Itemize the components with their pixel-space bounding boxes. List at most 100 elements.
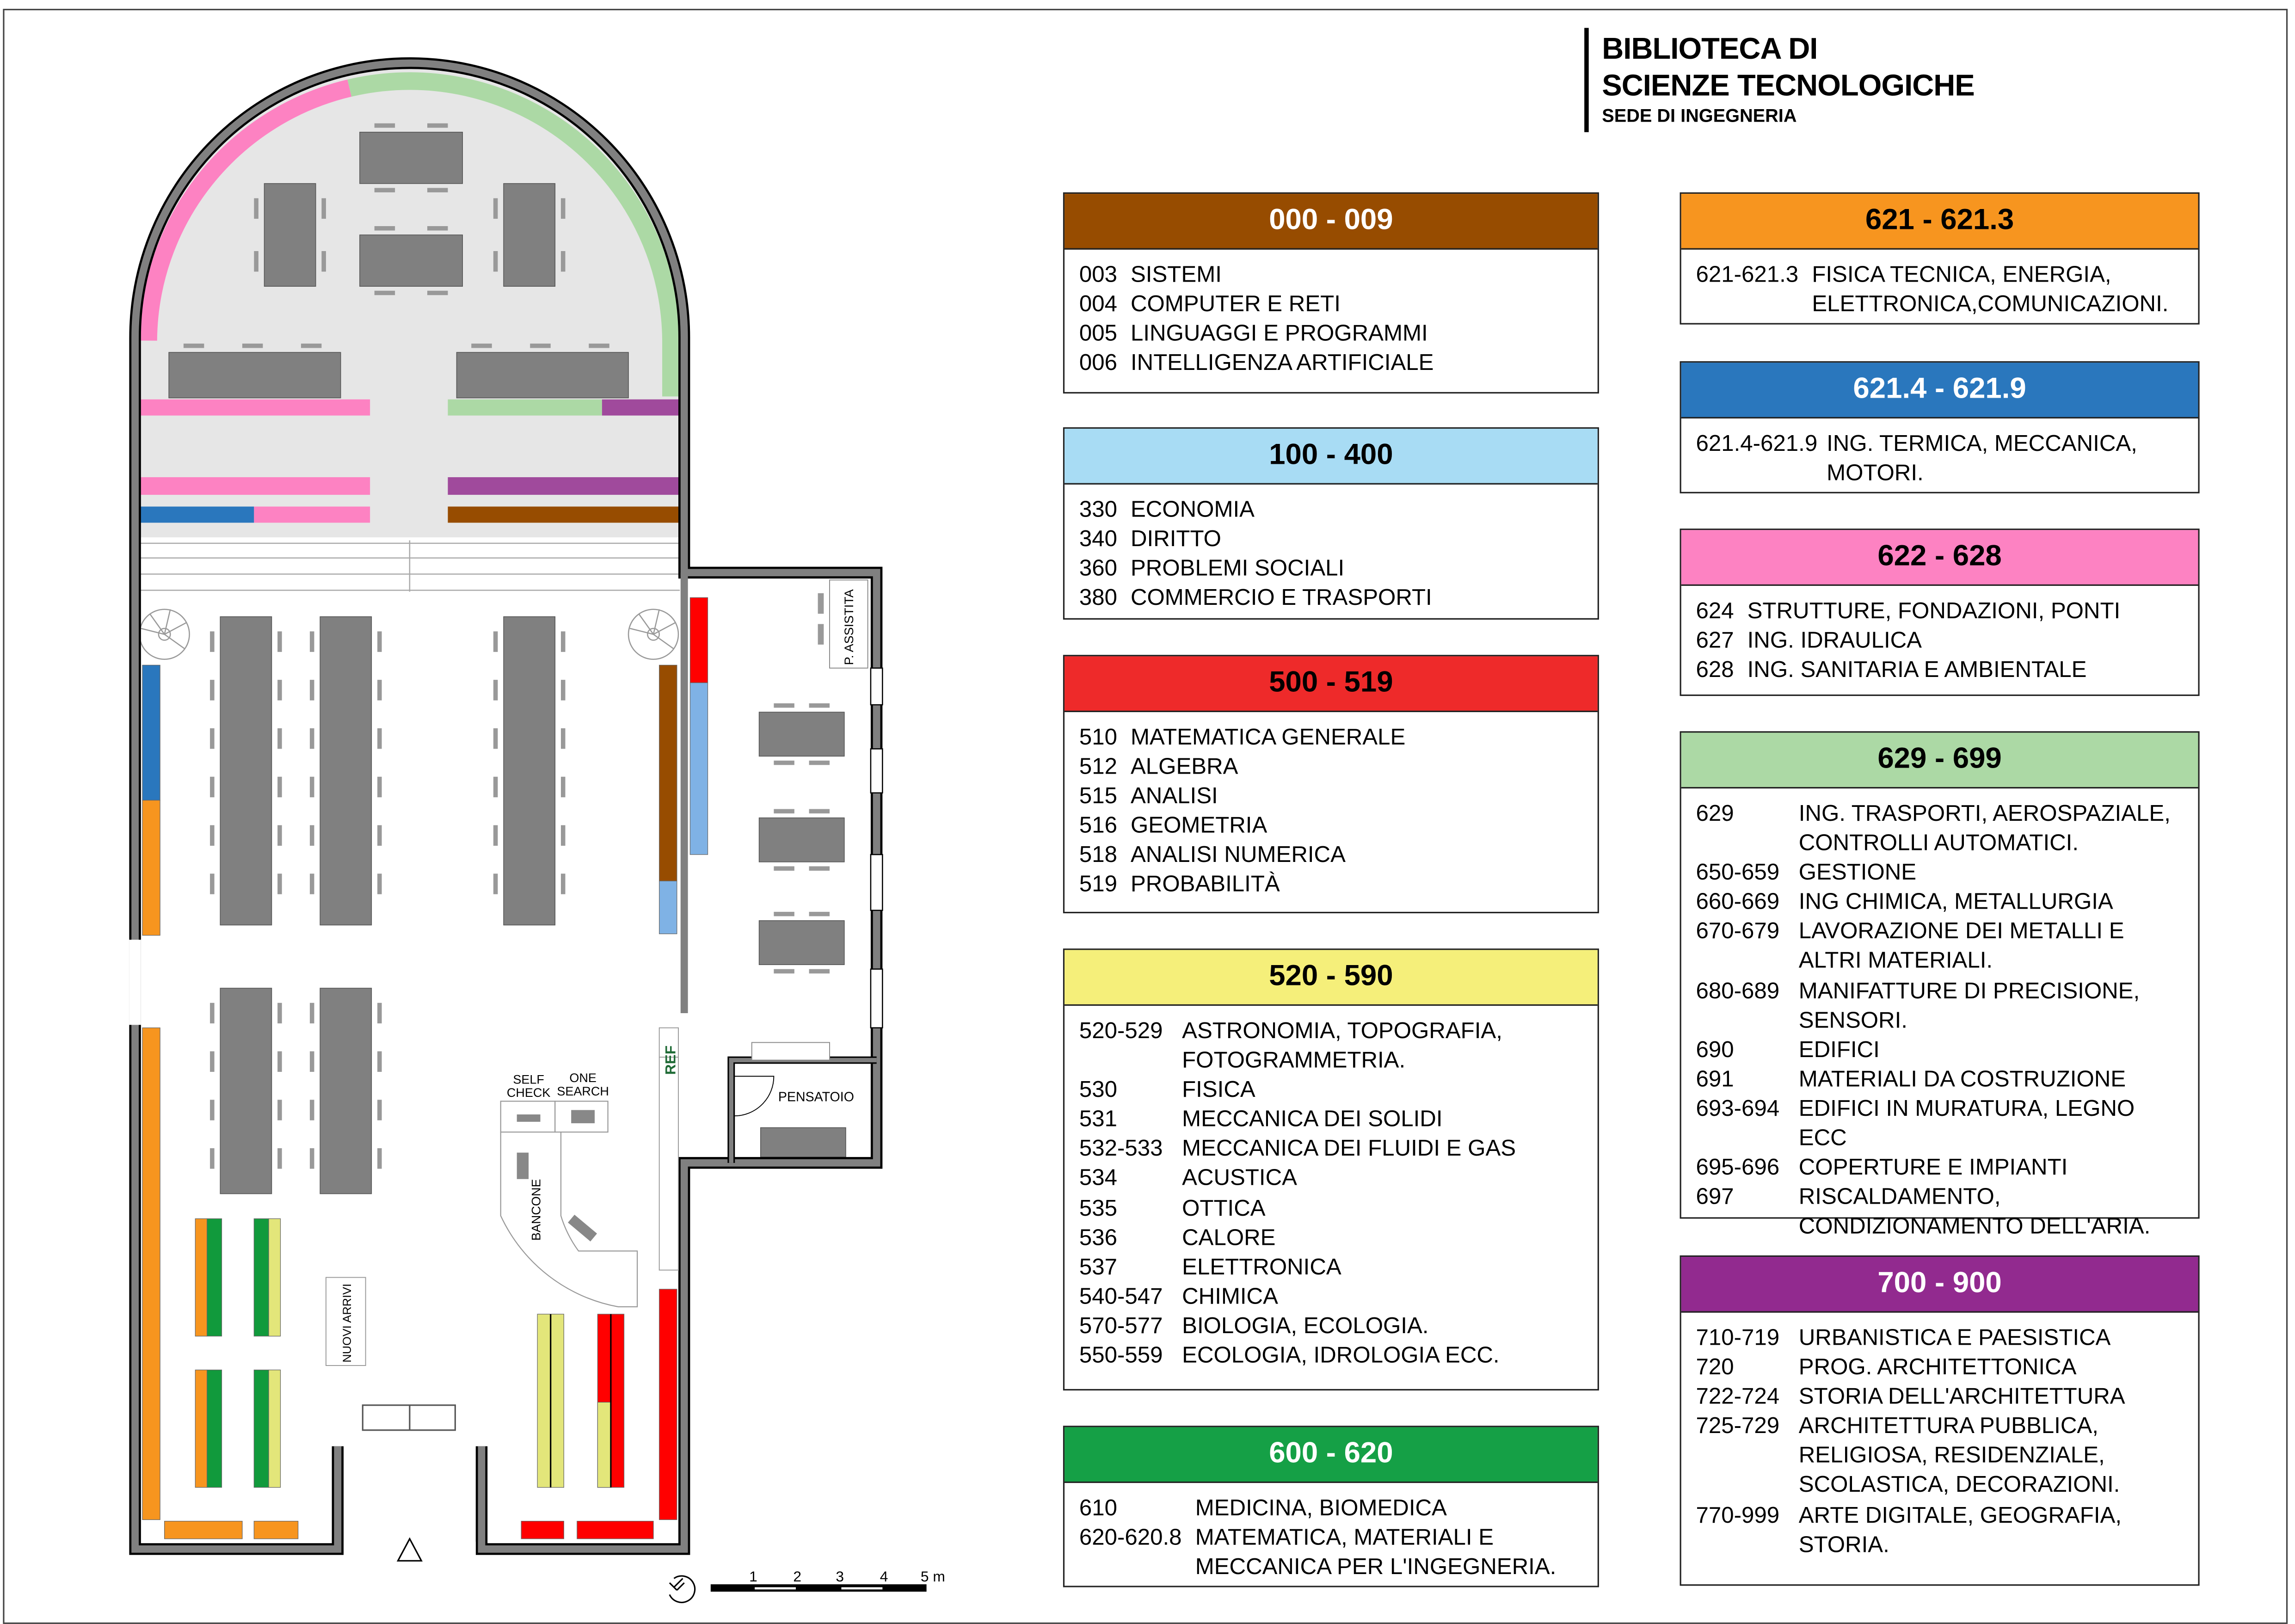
chair <box>321 251 326 272</box>
pensatoio-label: PENSATOIO <box>778 1089 854 1104</box>
chair <box>560 825 566 846</box>
chair <box>471 344 492 348</box>
shelf <box>602 399 678 416</box>
legend-entry-code: 621.4-621.9 <box>1696 431 1818 457</box>
shelf <box>448 399 602 416</box>
shelf <box>254 506 370 523</box>
window <box>870 854 883 911</box>
chair <box>530 344 551 348</box>
chair <box>254 198 258 219</box>
legend-entry-code: 534 <box>1079 1166 1118 1192</box>
legend-entry-label: LINGUAGGI E PROGRAMMI <box>1130 321 1428 347</box>
legend-entry-code: 691 <box>1696 1067 1734 1092</box>
table <box>760 1127 846 1157</box>
legend-entry-code: 627 <box>1696 628 1734 654</box>
legend-entry-label: FISICA TECNICA, ENERGIA, ELETTRONICA,COM… <box>1812 263 2169 318</box>
legend-entry-code: 695-696 <box>1696 1156 1780 1181</box>
legend-entry-label: COPERTURE E IMPIANTI <box>1798 1156 2068 1181</box>
legend-range-header: 000 - 009 <box>1064 194 1598 250</box>
chair <box>374 226 395 231</box>
table <box>359 131 463 184</box>
shelf <box>139 399 370 416</box>
legend-entry-label: COMMERCIO E TRASPORTI <box>1130 586 1432 611</box>
shelf <box>659 880 677 935</box>
computer-icon <box>517 1152 529 1179</box>
legend-entry-code: 690 <box>1696 1038 1734 1063</box>
shelf <box>689 682 708 855</box>
legend-range-header: 622 - 628 <box>1681 530 2198 586</box>
chair <box>774 866 794 871</box>
assisted-desk <box>829 579 868 669</box>
chair <box>277 1003 282 1024</box>
chair <box>374 123 395 128</box>
chair <box>774 703 794 708</box>
chair <box>377 1148 382 1169</box>
legend-entry-code: 720 <box>1696 1355 1734 1381</box>
legend-entry-code: 550-559 <box>1079 1343 1163 1369</box>
legend-entry-code: 515 <box>1079 784 1118 810</box>
arc-shelf-green <box>347 72 680 397</box>
chair <box>377 1003 382 1024</box>
chair <box>277 874 282 894</box>
shelf <box>521 1520 564 1539</box>
legend-entry-label: INTELLIGENZA ARTIFICIALE <box>1130 351 1434 376</box>
legend-entry-label: PROG. ARCHITETTONICA <box>1798 1355 2077 1381</box>
shelf <box>268 1218 281 1337</box>
computer-icon <box>568 1214 597 1242</box>
shelf <box>195 1218 208 1337</box>
legend-range-header: 621 - 621.3 <box>1681 194 2198 250</box>
chair <box>809 760 830 765</box>
spiral-stair-right <box>628 609 679 660</box>
nuovi-arrivi-label: NUOVI ARRIVI <box>341 1284 354 1363</box>
shelf <box>253 1218 269 1337</box>
steps <box>139 540 680 592</box>
chair <box>427 123 448 128</box>
chair <box>277 680 282 701</box>
legend-entry-code: 693-694 <box>1696 1096 1780 1122</box>
chair <box>493 728 498 749</box>
legend-entry: 380 COMMERCIO E TRASPORTI <box>1079 585 1583 615</box>
scale-tick: 3 <box>836 1568 844 1585</box>
table <box>264 183 316 287</box>
table <box>220 988 272 1194</box>
shelf <box>659 1289 677 1520</box>
chair <box>210 631 215 652</box>
title-line-1: BIBLIOTECA DI <box>1602 32 1818 66</box>
table <box>320 616 372 926</box>
chair <box>493 251 498 272</box>
legend-entry-code: 380 <box>1079 586 1118 611</box>
chair <box>210 825 215 846</box>
bancone-label: BANCONE <box>529 1179 543 1241</box>
spiral-stair-left <box>139 609 190 660</box>
legend-entry-code: 650-659 <box>1696 861 1780 886</box>
chair <box>309 1100 314 1120</box>
legend-entry-label: MATEMATICA GENERALE <box>1130 725 1406 750</box>
chair <box>493 680 498 701</box>
chair <box>374 290 395 295</box>
self-check-terminal-icon <box>517 1114 541 1122</box>
